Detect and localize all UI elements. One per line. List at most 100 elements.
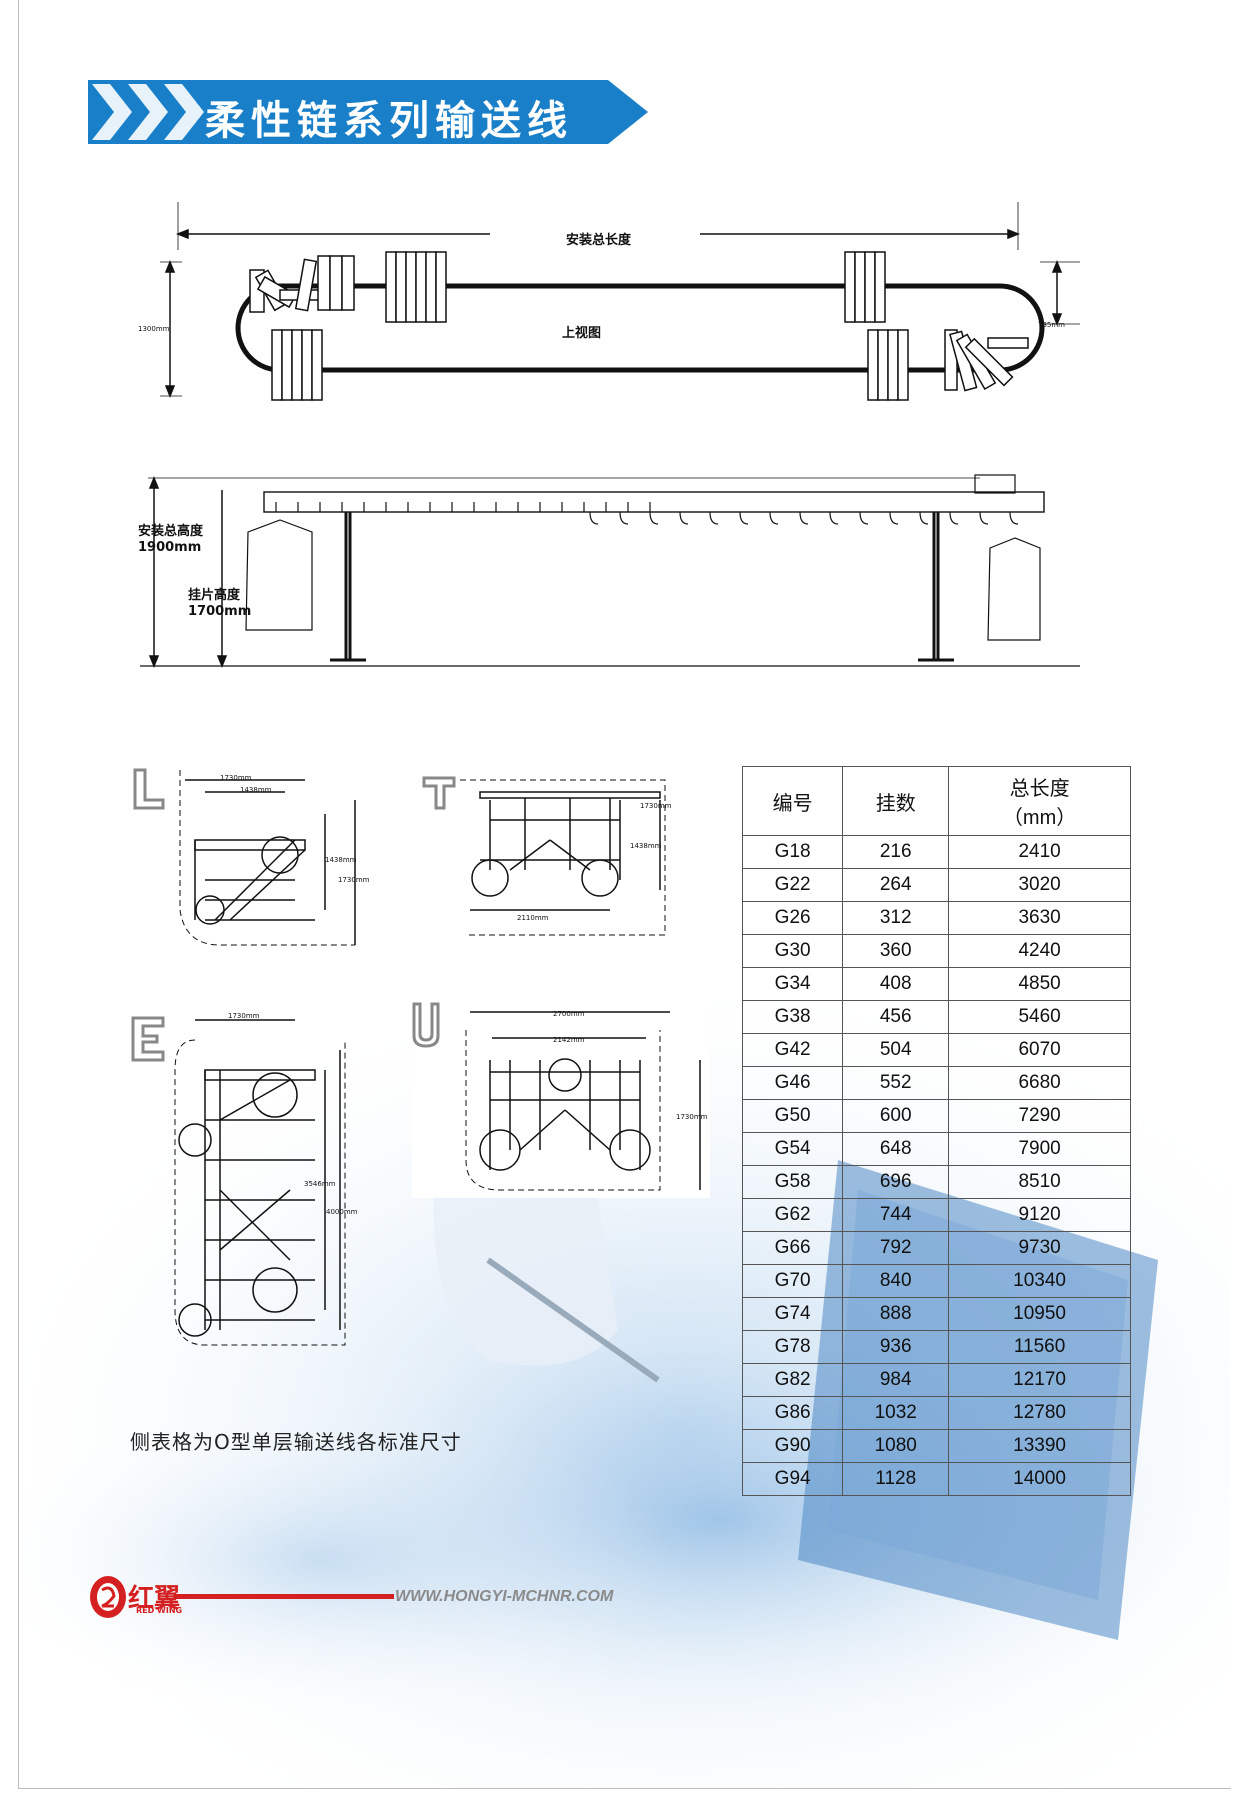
layout-e-diagram (131, 1016, 346, 1346)
total-length-label: 安装总长度 (566, 233, 632, 248)
cell-code: G70 (741, 1264, 844, 1298)
cell-hangers: 936 (842, 1330, 950, 1364)
cell-hangers: 408 (842, 967, 950, 1001)
cell-length: 6680 (948, 1066, 1131, 1100)
right-dimension: 735mm (1038, 321, 1065, 329)
cell-length: 3020 (948, 868, 1131, 902)
cell-hangers: 888 (842, 1297, 950, 1331)
cell-hangers: 1128 (842, 1462, 950, 1496)
logo-english: RED WING (136, 1606, 183, 1615)
hang-height-value: 1700mm (188, 604, 252, 619)
cell-length: 7290 (948, 1099, 1131, 1133)
cell-code: G94 (741, 1462, 844, 1496)
cell-length: 2410 (948, 835, 1131, 869)
cell-code: G90 (741, 1429, 844, 1463)
cell-code: G26 (741, 901, 844, 935)
cell-hangers: 456 (842, 1000, 950, 1034)
cell-code: G34 (741, 967, 844, 1001)
cell-length: 7900 (948, 1132, 1131, 1166)
cell-length: 14000 (948, 1462, 1131, 1496)
cell-hangers: 744 (842, 1198, 950, 1232)
table-note: 侧表格为O型单层输送线各标准尺寸 (130, 1430, 462, 1454)
cell-length: 10340 (948, 1264, 1131, 1298)
t-dim-1: 1730mm (640, 802, 672, 810)
layout-l-diagram (133, 768, 356, 946)
cell-length: 5460 (948, 1000, 1131, 1034)
cell-hangers: 840 (842, 1264, 950, 1298)
cell-length: 11560 (948, 1330, 1131, 1364)
cell-code: G58 (741, 1165, 844, 1199)
cell-code: G54 (741, 1132, 844, 1166)
cell-length: 6070 (948, 1033, 1131, 1067)
title-banner (88, 80, 648, 144)
table-header-row: 编号 挂数 总长度（mm） (741, 766, 1131, 836)
l-dim-3: 1438mm (325, 856, 357, 864)
cell-length: 9730 (948, 1231, 1131, 1265)
u-dim-1: 2700mm (553, 1010, 585, 1018)
cell-hangers: 792 (842, 1231, 950, 1265)
cell-length: 10950 (948, 1297, 1131, 1331)
cell-length: 9120 (948, 1198, 1131, 1232)
layout-t-diagram (422, 776, 666, 936)
cell-length: 3630 (948, 901, 1131, 935)
cell-hangers: 984 (842, 1363, 950, 1397)
logo-chinese: 红翼 (128, 1584, 181, 1614)
cell-hangers: 1032 (842, 1396, 950, 1430)
t-dim-3: 2110mm (517, 914, 549, 922)
cell-hangers: 1080 (842, 1429, 950, 1463)
l-dim-1: 1730mm (220, 774, 252, 782)
t-dim-2: 1438mm (630, 842, 662, 850)
layout-u-diagram (412, 1000, 710, 1198)
top-view-drawing (160, 202, 1080, 401)
cell-hangers: 360 (842, 934, 950, 968)
cell-hangers: 216 (842, 835, 950, 869)
cell-hangers: 504 (842, 1033, 950, 1067)
header-total-length: 总长度（mm） (948, 766, 1131, 836)
cell-hangers: 264 (842, 868, 950, 902)
cell-code: G38 (741, 1000, 844, 1034)
cell-code: G22 (741, 868, 844, 902)
u-dim-3: 1730mm (676, 1113, 708, 1121)
left-dimension: 1300mm (138, 325, 170, 333)
cell-code: G42 (741, 1033, 844, 1067)
red-wing-logo-icon (90, 1576, 126, 1618)
cell-code: G62 (741, 1198, 844, 1232)
install-height-value: 1900mm (138, 540, 202, 555)
page-frame (18, 0, 1231, 1789)
cell-length: 12170 (948, 1363, 1131, 1397)
cell-length: 4240 (948, 934, 1131, 968)
u-dim-2: 2142mm (553, 1036, 585, 1044)
header-code: 编号 (741, 766, 844, 836)
cell-code: G46 (741, 1066, 844, 1100)
cell-hangers: 696 (842, 1165, 950, 1199)
cell-hangers: 600 (842, 1099, 950, 1133)
top-view-label: 上视图 (562, 326, 602, 341)
cell-code: G74 (741, 1297, 844, 1331)
e-dim-3: 4000mm (326, 1208, 358, 1216)
cell-code: G78 (741, 1330, 844, 1364)
hang-height-label: 挂片高度 (188, 588, 241, 603)
cell-code: G18 (741, 835, 844, 869)
cell-code: G50 (741, 1099, 844, 1133)
website-url: WWW.HONGYI-MCHNR.COM (395, 1588, 614, 1605)
cell-code: G82 (741, 1363, 844, 1397)
